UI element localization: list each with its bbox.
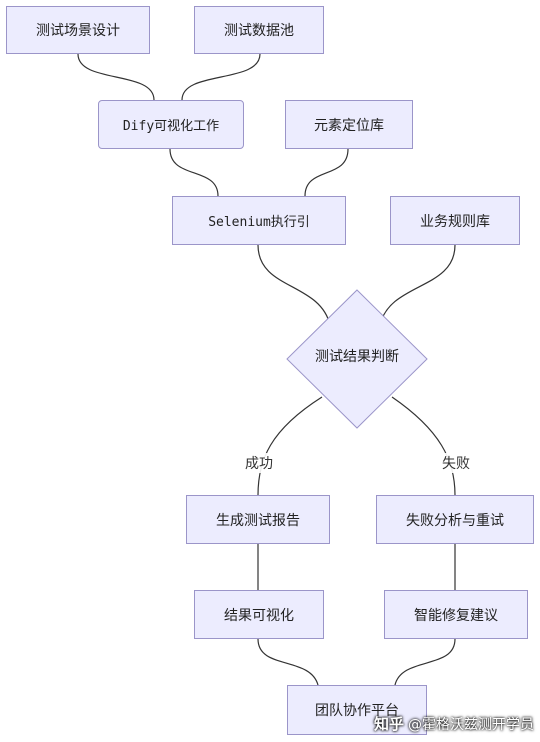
node-result-judgement-label: 测试结果判断 bbox=[315, 349, 399, 365]
node-element-repo: 元素定位库 bbox=[285, 100, 413, 149]
node-selenium-engine: Selenium执行引 bbox=[172, 196, 346, 245]
edge-fix-to-team bbox=[394, 638, 456, 686]
node-smart-fix: 智能修复建议 bbox=[384, 590, 528, 639]
edge-datapool-to-dify bbox=[181, 53, 261, 101]
edge-label-failure: 失败 bbox=[440, 453, 472, 473]
node-business-rules: 业务规则库 bbox=[390, 196, 520, 245]
result-judgement-diamond bbox=[286, 289, 428, 429]
node-result-visualization: 结果可视化 bbox=[194, 590, 324, 639]
edge-judge-to-failure bbox=[391, 396, 456, 496]
edge-visual-to-team bbox=[257, 638, 319, 686]
node-team-platform: 团队协作平台 bbox=[287, 685, 427, 735]
edge-scenario-to-dify bbox=[77, 53, 155, 101]
edge-element-to-selenium bbox=[304, 148, 349, 197]
watermark: 知乎 @霍格沃兹测开学员 bbox=[374, 713, 534, 734]
edge-rules-to-judge bbox=[379, 244, 456, 326]
edge-judge-to-report bbox=[257, 396, 323, 496]
edge-selenium-to-judge bbox=[257, 244, 331, 326]
edge-dify-to-selenium bbox=[169, 148, 219, 197]
node-generate-report: 生成测试报告 bbox=[186, 495, 330, 544]
node-scenario-design: 测试场景设计 bbox=[6, 6, 150, 54]
node-data-pool: 测试数据池 bbox=[194, 6, 324, 54]
node-failure-analysis: 失败分析与重试 bbox=[376, 495, 534, 544]
zhihu-logo: 知乎 bbox=[373, 715, 404, 733]
node-dify-workflow: Dify可视化工作 bbox=[98, 100, 244, 149]
watermark-author: @霍格沃兹测开学员 bbox=[408, 716, 534, 733]
edge-label-success: 成功 bbox=[243, 453, 275, 473]
